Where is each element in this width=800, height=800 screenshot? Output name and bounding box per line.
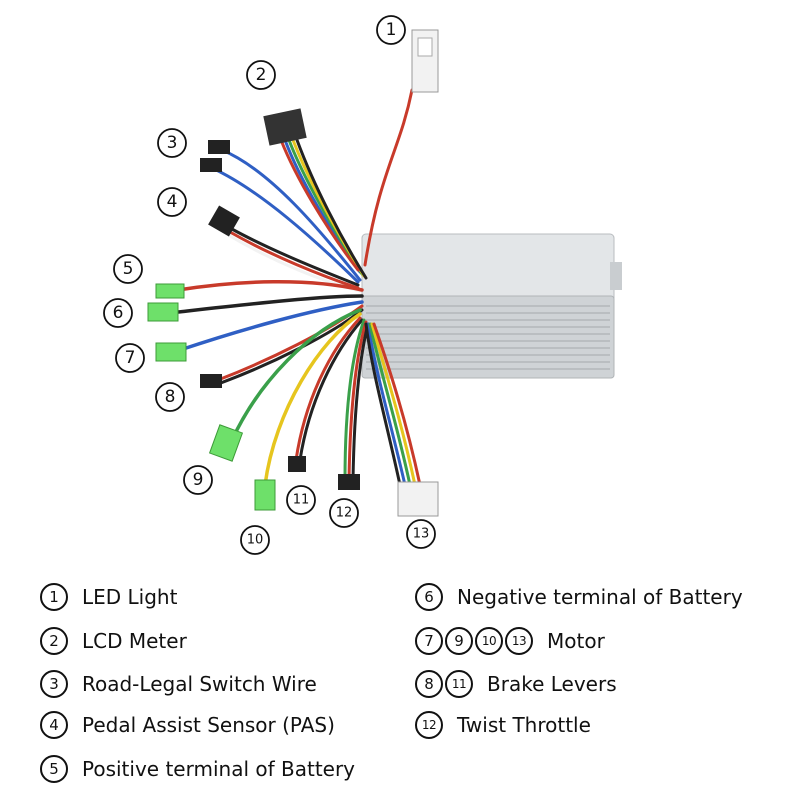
connector-motor-blue bbox=[155, 342, 187, 362]
legend-row-twist-throttle: 12 Twist Throttle bbox=[415, 708, 591, 742]
connector-switch-a bbox=[208, 140, 230, 154]
legend-label: Negative terminal of Battery bbox=[457, 585, 743, 609]
connector-motor-green bbox=[208, 424, 244, 462]
legend-badge: 4 bbox=[40, 711, 68, 739]
svg-text:6: 6 bbox=[113, 303, 124, 323]
marker-9: 9 bbox=[183, 465, 213, 495]
legend-row-switch-wire: 3 Road-Legal Switch Wire bbox=[40, 667, 317, 701]
wire-led-light bbox=[363, 88, 414, 267]
marker-4: 4 bbox=[157, 187, 187, 217]
svg-text:1: 1 bbox=[386, 20, 397, 40]
legend-badge: 13 bbox=[505, 627, 533, 655]
connector-throttle bbox=[338, 474, 360, 490]
connector-pas bbox=[208, 205, 240, 237]
legend-row-battery-positive: 5 Positive terminal of Battery bbox=[40, 752, 355, 786]
controller-box bbox=[361, 233, 622, 379]
legend-label: Motor bbox=[547, 629, 605, 653]
svg-text:12: 12 bbox=[336, 506, 353, 521]
wire-bundle bbox=[176, 88, 422, 487]
svg-text:2: 2 bbox=[256, 65, 267, 85]
legend-row-led-light: 1 LED Light bbox=[40, 580, 177, 614]
marker-2: 2 bbox=[246, 60, 276, 90]
legend-label: Road-Legal Switch Wire bbox=[82, 672, 317, 696]
legend-row-motor: 7 9 10 13 Motor bbox=[415, 624, 605, 658]
svg-text:10: 10 bbox=[247, 533, 264, 548]
connector-motor-yellow bbox=[254, 479, 276, 511]
marker-11: 11 bbox=[286, 485, 316, 515]
legend-badge: 2 bbox=[40, 627, 68, 655]
legend-badge: 8 bbox=[415, 670, 443, 698]
connector-battery-positive bbox=[155, 283, 185, 299]
legend-row-brake-levers: 8 11 Brake Levers bbox=[415, 667, 617, 701]
connectors bbox=[147, 29, 439, 517]
svg-text:5: 5 bbox=[123, 259, 134, 279]
marker-10: 10 bbox=[240, 525, 270, 555]
svg-text:8: 8 bbox=[165, 387, 176, 407]
legend-badge: 1 bbox=[40, 583, 68, 611]
wiring-diagram: 1 2 3 4 5 6 7 8 9 10 11 12 13 bbox=[103, 15, 622, 555]
legend-label: Brake Levers bbox=[487, 672, 617, 696]
legend-label: LED Light bbox=[82, 585, 178, 609]
connector-switch-b bbox=[200, 158, 222, 172]
svg-text:11: 11 bbox=[293, 493, 310, 508]
legend-row-battery-negative: 6 Negative terminal of Battery bbox=[415, 580, 743, 614]
connector-lcd-meter bbox=[263, 108, 307, 146]
svg-text:4: 4 bbox=[167, 192, 178, 212]
number-markers: 1 2 3 4 5 6 7 8 9 10 11 12 13 bbox=[103, 15, 436, 555]
legend-label: Twist Throttle bbox=[457, 713, 591, 737]
legend: 1 LED Light 2 LCD Meter 3 Road-Legal Swi… bbox=[0, 572, 800, 800]
legend-badge: 3 bbox=[40, 670, 68, 698]
marker-8: 8 bbox=[155, 382, 185, 412]
svg-text:9: 9 bbox=[193, 470, 204, 490]
legend-row-lcd-meter: 2 LCD Meter bbox=[40, 624, 187, 658]
marker-5: 5 bbox=[113, 254, 143, 284]
connector-battery-negative bbox=[147, 302, 179, 322]
connector-motor-hall bbox=[397, 481, 439, 517]
marker-6: 6 bbox=[103, 298, 133, 328]
wire-battery-negative bbox=[176, 294, 364, 314]
marker-3: 3 bbox=[157, 128, 187, 158]
legend-badge: 11 bbox=[445, 670, 473, 698]
wire-battery-positive bbox=[176, 280, 364, 292]
marker-12: 12 bbox=[329, 498, 359, 528]
marker-1: 1 bbox=[376, 15, 406, 45]
connector-brake-a bbox=[200, 374, 222, 388]
legend-badge: 9 bbox=[445, 627, 473, 655]
legend-badge: 7 bbox=[415, 627, 443, 655]
legend-row-pas: 4 Pedal Assist Sensor (PAS) bbox=[40, 708, 335, 742]
legend-badge: 5 bbox=[40, 755, 68, 783]
legend-label: Pedal Assist Sensor (PAS) bbox=[82, 713, 335, 737]
legend-badge: 6 bbox=[415, 583, 443, 611]
legend-badge: 12 bbox=[415, 711, 443, 739]
legend-badge: 10 bbox=[475, 627, 503, 655]
svg-text:3: 3 bbox=[167, 133, 178, 153]
svg-text:7: 7 bbox=[125, 348, 136, 368]
marker-13: 13 bbox=[406, 519, 436, 549]
connector-brake-b bbox=[288, 456, 306, 472]
svg-text:13: 13 bbox=[413, 527, 430, 542]
legend-label: Positive terminal of Battery bbox=[82, 757, 356, 781]
marker-7: 7 bbox=[115, 343, 145, 373]
legend-label: LCD Meter bbox=[82, 629, 187, 653]
